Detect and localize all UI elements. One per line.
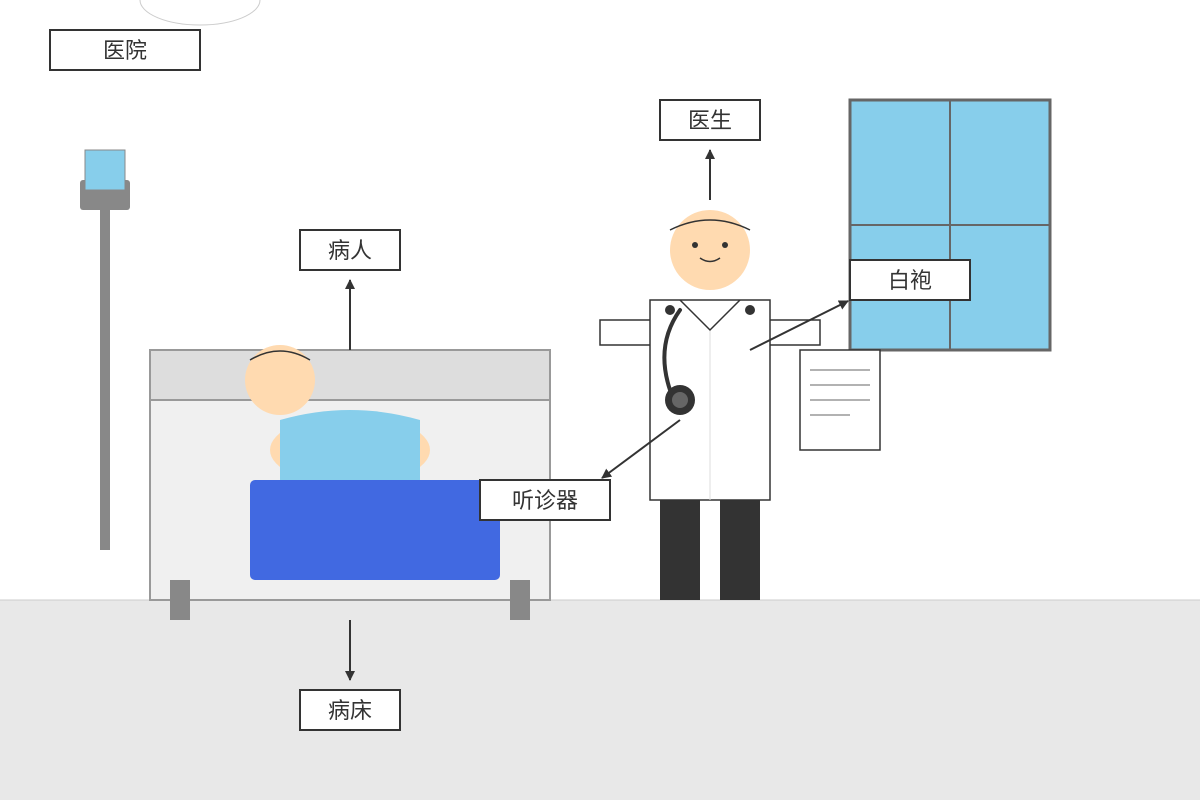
ceiling-lamp	[139, 0, 261, 26]
doctor-leg-right	[720, 495, 760, 600]
arrow-stethoscope	[601, 419, 681, 479]
coat-collar	[679, 299, 741, 332]
doctor-arm-right	[764, 319, 821, 346]
doctor-arm-left	[599, 319, 656, 346]
patient-figure	[245, 345, 500, 580]
arrow-white-coat	[749, 300, 849, 351]
label-hospital-text: 医院	[103, 39, 147, 64]
label-stethoscope-text: 听诊器	[512, 489, 578, 514]
label-stethoscope: 听诊器	[479, 479, 611, 521]
label-bed-text: 病床	[328, 699, 372, 724]
doctor-leg-left	[660, 495, 700, 600]
label-patient: 病人	[299, 229, 401, 271]
label-patient-text: 病人	[328, 239, 372, 264]
patient-head	[245, 345, 315, 415]
label-white-coat: 白袍	[849, 259, 971, 301]
iv-pole	[80, 149, 130, 550]
label-hospital: 医院	[49, 29, 201, 71]
bed-leg-left	[170, 580, 190, 620]
bed-leg-right	[510, 580, 530, 620]
doctor-figure	[599, 210, 881, 600]
clipboard	[799, 349, 881, 451]
label-white-coat-text: 白袍	[888, 269, 932, 294]
doctor-head	[670, 210, 750, 290]
label-doctor-text: 医生	[688, 109, 732, 134]
floor	[0, 600, 1200, 800]
label-bed: 病床	[299, 689, 401, 731]
window	[848, 98, 1052, 352]
blanket	[250, 480, 500, 580]
label-doctor: 医生	[659, 99, 761, 141]
stethoscope-tube	[662, 308, 682, 392]
